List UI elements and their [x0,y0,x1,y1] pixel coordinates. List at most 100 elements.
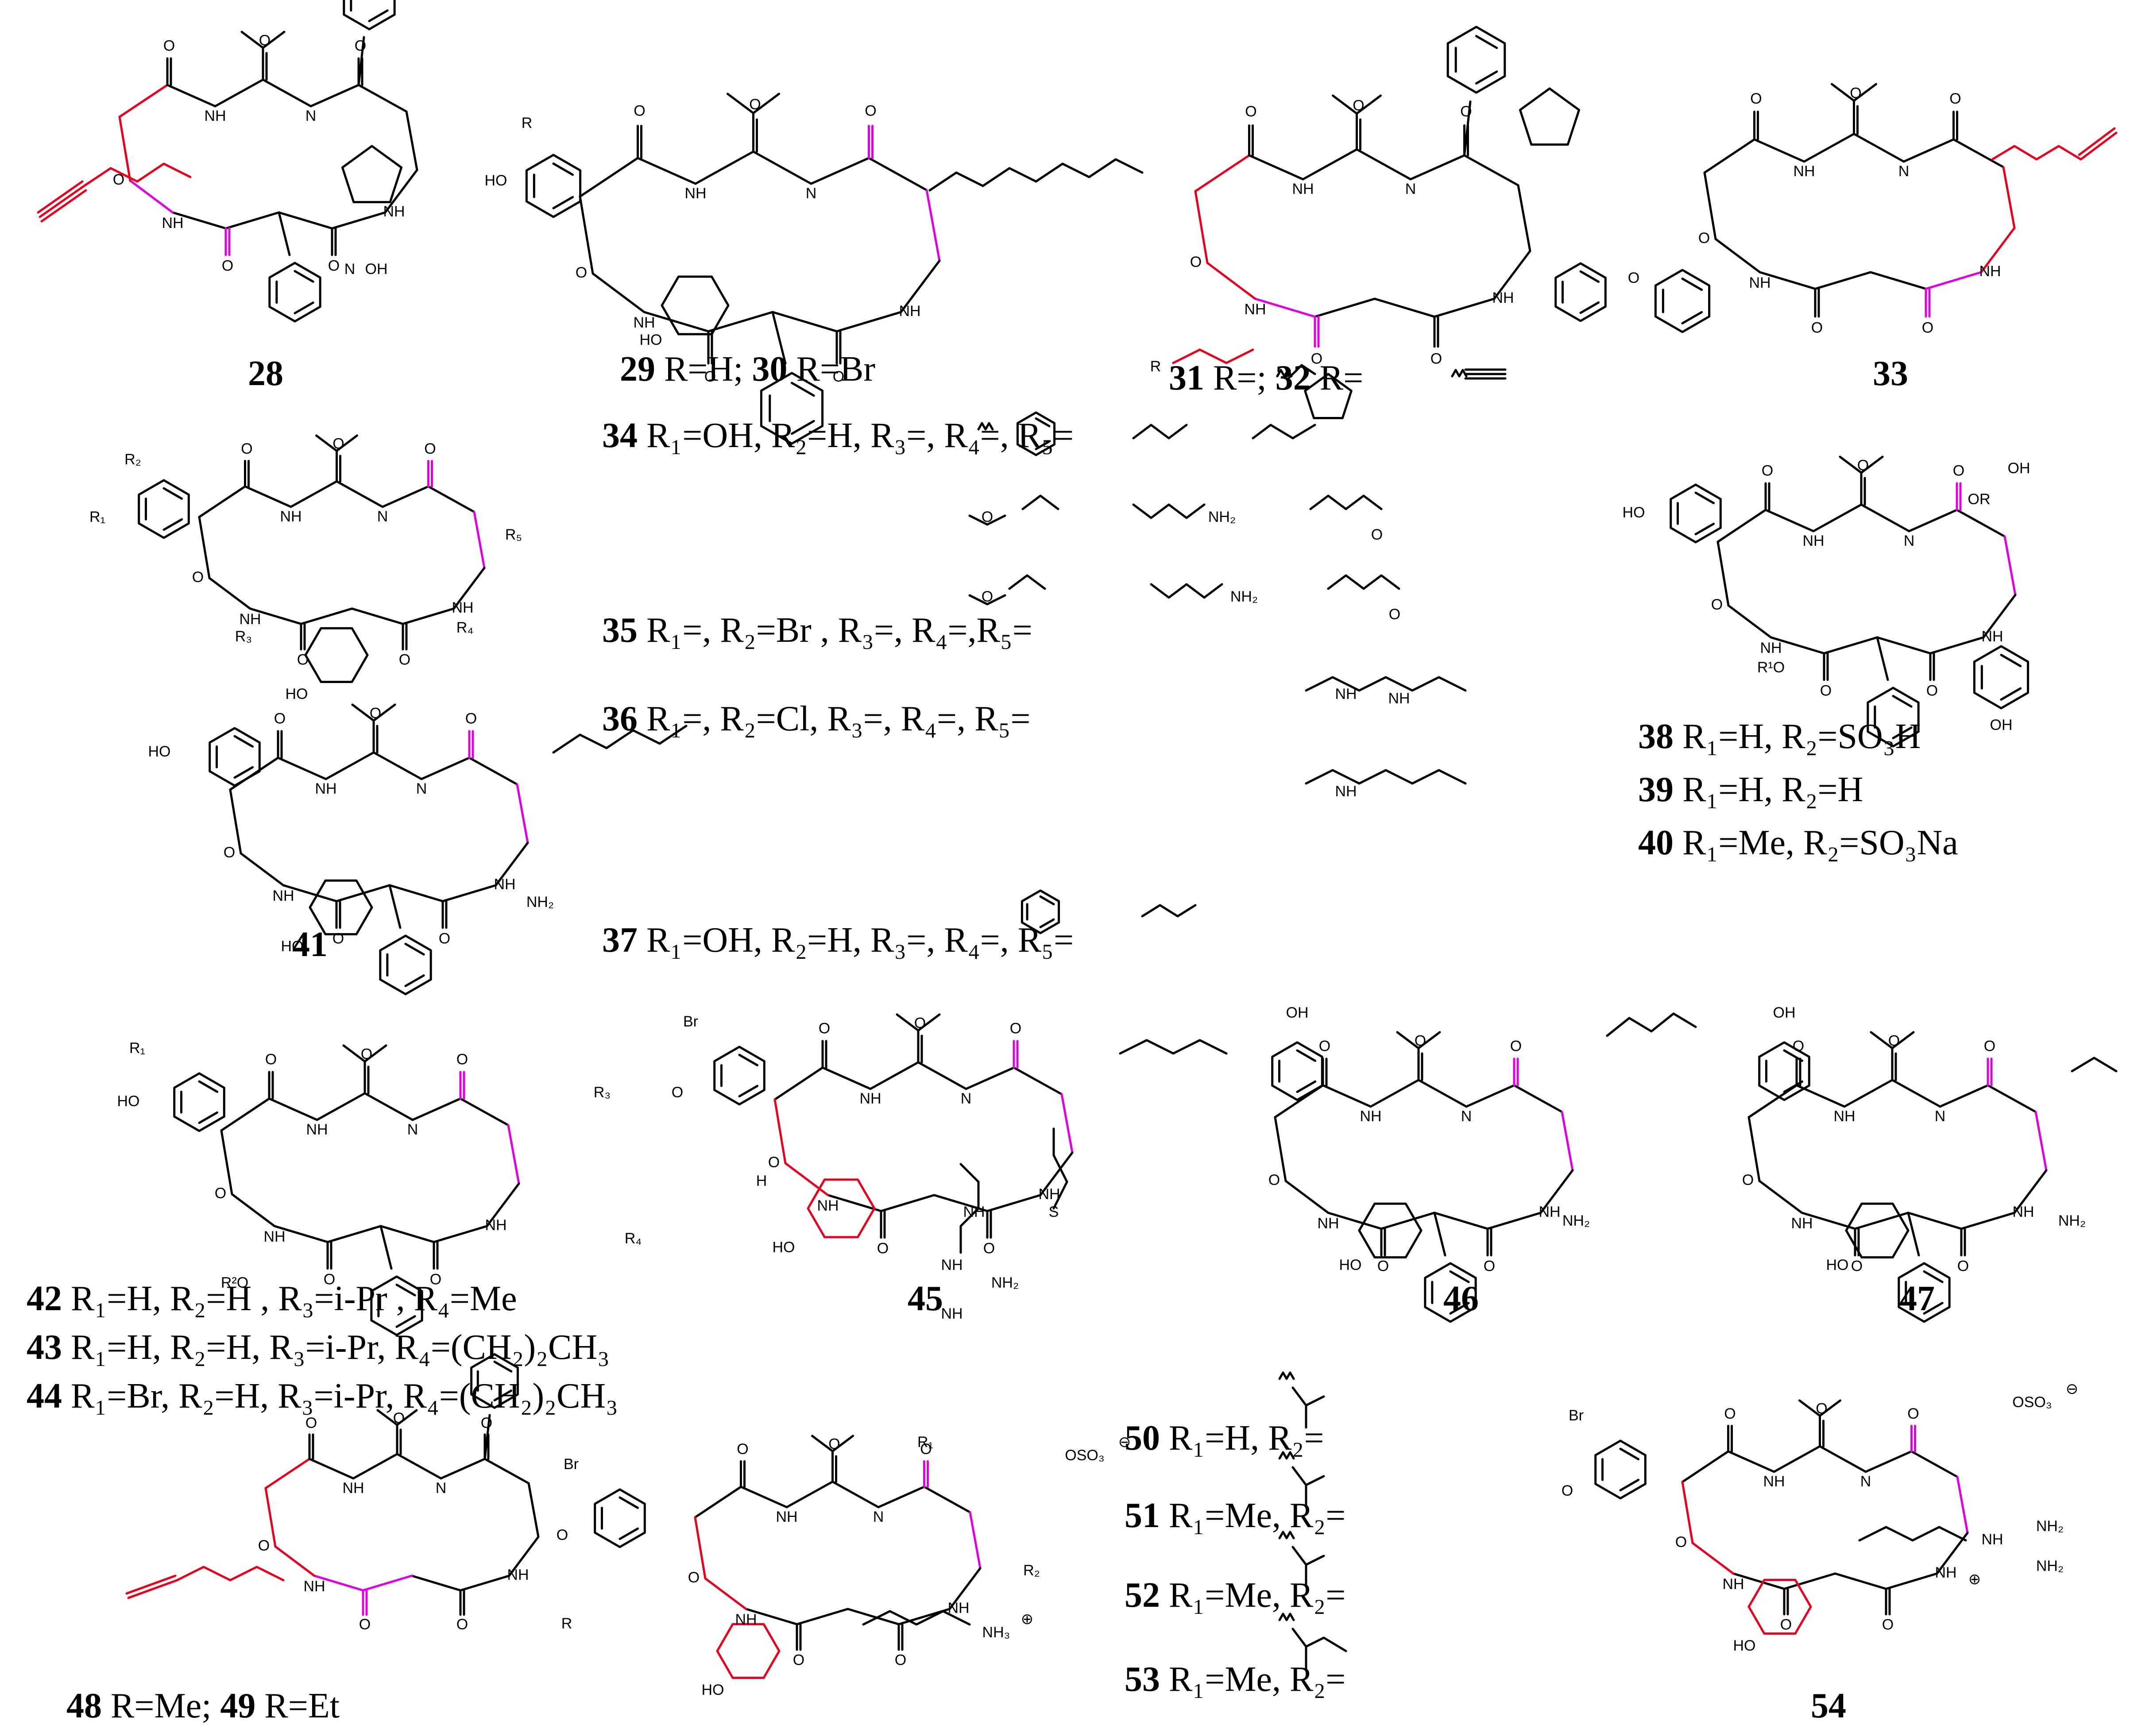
backbone-bond [877,1485,925,1508]
benzene-ring [1554,262,1607,322]
alkyne-triple [37,180,84,214]
atom-br: Br [1569,1407,1584,1424]
side-chain [336,434,358,452]
atom-o: O [1793,1038,1804,1055]
alkyne-triple [125,1574,177,1595]
atom-o: O [1780,1616,1792,1633]
atom-nh: NH [2012,1204,2034,1220]
atom-o: O [430,1271,441,1288]
atom-nh2: NH₂ [2036,1558,2064,1574]
backbone-bond [1465,1084,1515,1108]
backbone-bond [224,211,280,230]
compound-label-39: 39 R₁=H, R₂=H [1638,770,1863,809]
alkyl-chain [1172,348,1254,364]
atom-o: O [1907,1405,1919,1422]
atom-n: N [305,108,317,124]
backbone-bond [740,1485,788,1508]
atom-br: Br [564,1456,579,1473]
r4-aminobutyl [1150,583,1223,599]
atom-nh: NH [1038,1186,1060,1203]
atom-nh: NH [272,887,294,904]
atom-r1: R₁ [89,509,105,525]
atom-o: O [424,440,436,457]
piperidinone-ring [304,627,369,683]
alkyne-triple [39,185,85,218]
aromatic-bond [1694,522,1715,536]
atom-o: O [439,930,450,947]
atom-nh: NH [1793,163,1815,180]
backbone-bond [440,1458,486,1480]
atom-n: N [1935,1108,1946,1125]
acyl-chain [1119,1039,1228,1055]
r2-attachment [1278,1531,1295,1539]
atom-r4: R₄ [456,619,473,636]
backbone-bond [1302,148,1358,181]
backbone-bond [1681,1481,1694,1544]
atom-nh2: NH₂ [526,894,554,910]
atom-r1: R₁ [129,1040,145,1057]
backbone-bond [1380,1211,1436,1230]
backbone-bond [268,1097,318,1121]
atom-nh: NH [941,1257,963,1273]
atom-o: O [1750,90,1762,107]
backbone-bond [262,78,312,108]
backbone-bond [264,1458,311,1489]
compound-label-52: 52 R₁=Me, R₂= [1125,1576,1345,1615]
atom-n: N [1904,532,1915,549]
compound-label-28: 28 [248,354,283,393]
atom-ho: HO [702,1682,724,1698]
compound-label-46: 46 [1443,1279,1479,1318]
backbone-bond [900,259,941,313]
backbone-bond [405,110,418,171]
atom-o: O [793,1651,804,1668]
backbone-bond [1860,503,1910,532]
backbone-bond [1517,184,1531,252]
atom-n: N [961,1090,972,1107]
backbone-bond [486,1182,520,1227]
backbone-bond [1194,154,1250,193]
aromatic-bond [2000,654,2022,667]
atom-ho: HO [640,332,662,348]
atom-ho: HO [1339,1257,1362,1273]
aromatic-bond [552,196,574,209]
atom-o: O [1675,1534,1687,1551]
atom-nh: NH [1292,181,1314,197]
side-chain [1860,455,1884,474]
backbone-bond [274,1545,316,1577]
atom-o: O [1949,90,1961,107]
alkyne-chain [83,162,192,187]
side-chain [379,1225,393,1270]
backbone-bond [1812,503,1863,532]
backbone-bond [1493,250,1531,300]
atom-o: O [393,1410,405,1427]
backbone-bond [198,485,246,518]
atom-o: O [456,1051,468,1068]
benzene-ring [268,262,321,323]
atom-ho: HO [773,1239,795,1256]
backbone-bond [1314,297,1376,318]
aromatic-bond [1039,918,1055,929]
atom-o: O [332,930,344,947]
atom-n: N [1461,1108,1472,1125]
backbone-bond [1327,1211,1383,1230]
aromatic-bond [1579,270,1600,283]
side-chain [1819,1399,1841,1417]
atom-nh: NH [1979,263,2001,280]
backbone-bond [2002,166,2016,229]
atom-o: O [1377,1258,1389,1274]
backbone-bond [1908,509,1958,532]
compound-label-45: 45 [908,1279,943,1318]
backbone-bond [516,783,529,844]
phenol-ring [1670,483,1722,544]
compound-label-42: 42 R₁=H, R₂=H , R₃=i-Pr , R₄=Me [27,1279,517,1318]
r4-isobutyl [1132,424,1188,440]
aromatic-bond [1923,1302,1944,1315]
r2-isopropyl [1291,1628,1325,1648]
backbone-bond [1902,138,1955,163]
backbone-bond [1987,1084,2037,1113]
backbone-bond [1929,636,1985,655]
backbone-bond [1952,138,2005,168]
side-chain [1853,83,1877,102]
atom-o: O [1460,103,1472,120]
